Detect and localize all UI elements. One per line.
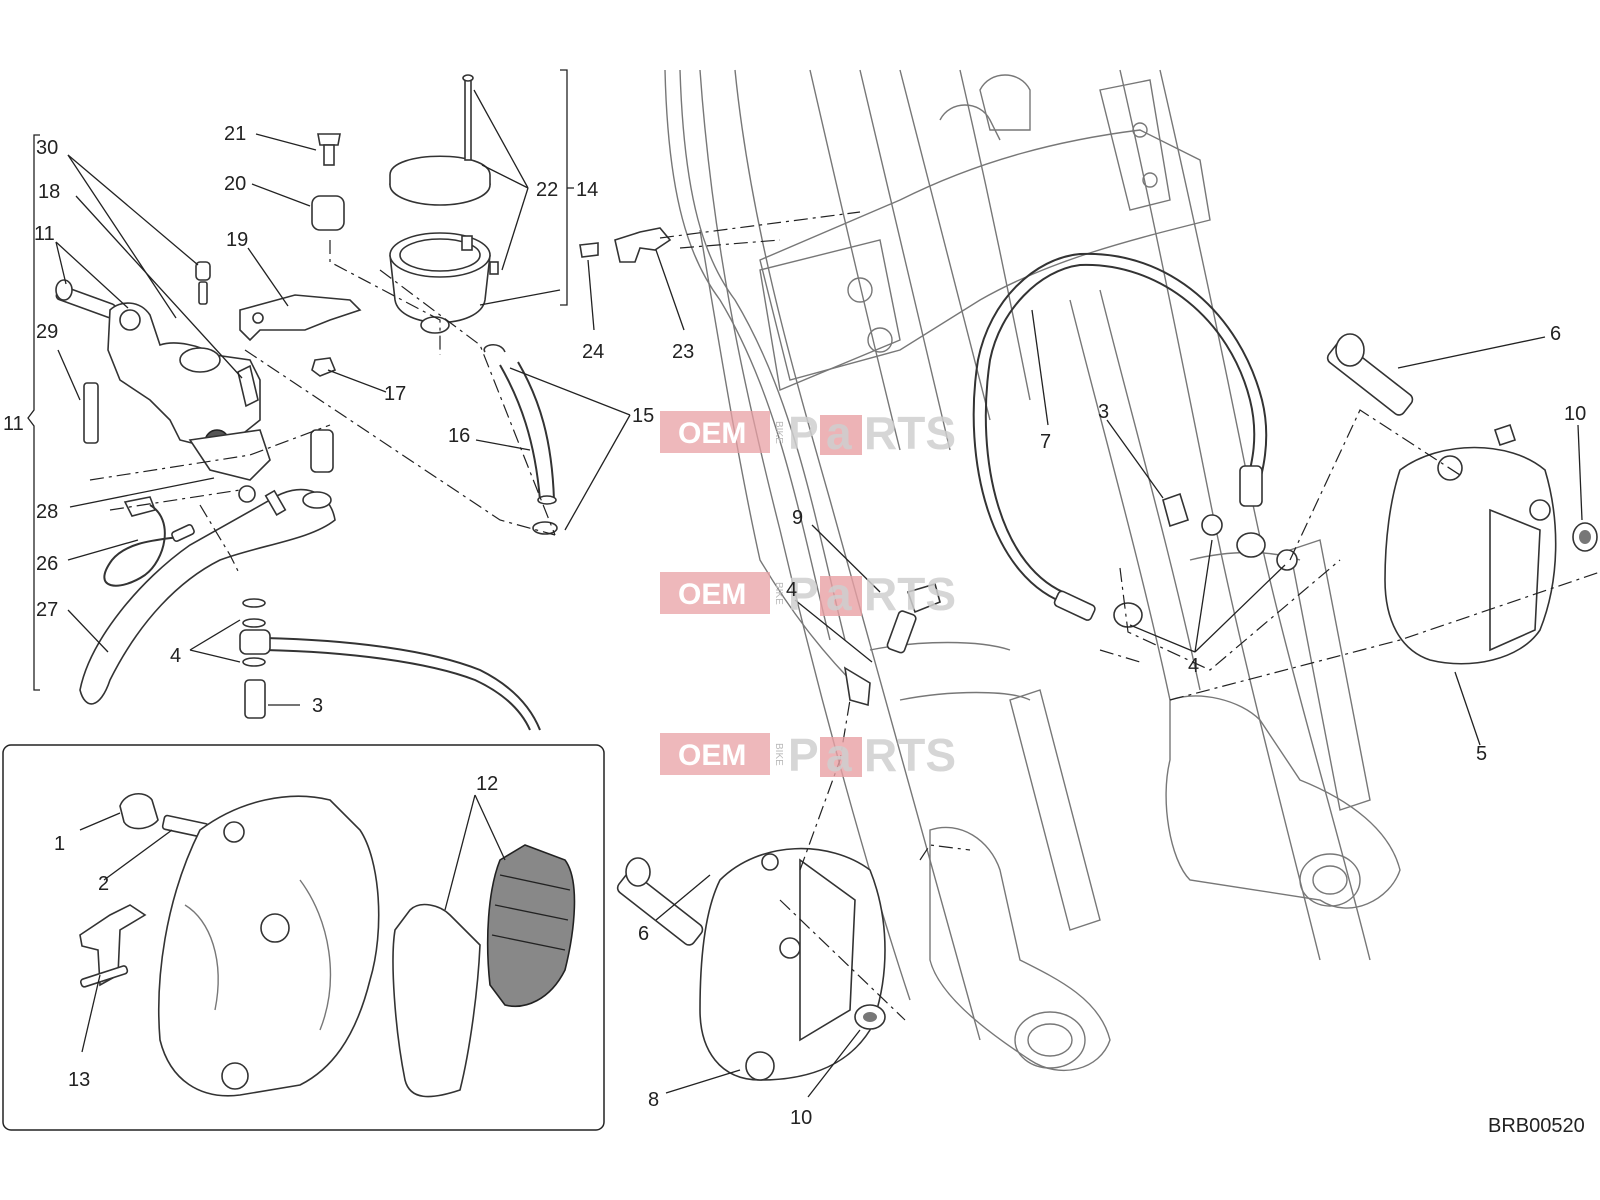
- watermark-oem-text: OEM: [678, 417, 746, 450]
- callout-7: 7: [1040, 431, 1051, 453]
- callout-4-b: 4: [786, 579, 797, 601]
- callout-labels: 30 18 11 29 11 28 26 27 21 20 19 17 22 1…: [3, 123, 1586, 1137]
- caliper-inset: [2, 744, 605, 1131]
- watermark-1: OEM BIKE P a RTS: [660, 407, 956, 459]
- callout-9: 9: [792, 507, 803, 529]
- callout-17: 16: [448, 425, 470, 447]
- callout-28: 28: [36, 501, 58, 523]
- watermark-oem-text: OEM: [678, 739, 746, 772]
- caliper-inset-body: [158, 795, 380, 1097]
- spring-clip-14: [79, 904, 147, 987]
- brake-line-7: [843, 252, 1298, 707]
- callout-29: 29: [36, 321, 58, 343]
- watermark-a-text: a: [826, 568, 852, 620]
- callout-10-b: 10: [790, 1107, 812, 1129]
- brake-pad-friction: [486, 844, 576, 1007]
- grommet-21: [311, 195, 345, 231]
- callout-3-b: 3: [1098, 401, 1109, 423]
- callout-18: 17: [384, 383, 406, 405]
- watermark-bike-text: BIKE: [773, 743, 784, 766]
- callout-3-a: 3: [312, 695, 323, 717]
- callout-10-a: 10: [1564, 403, 1586, 425]
- watermark-rts-text: RTS: [864, 729, 956, 781]
- callout-8: 8: [648, 1089, 659, 1111]
- spacer-28: [310, 429, 334, 473]
- callout-16: 15: [632, 405, 654, 427]
- callout-4-a: 4: [170, 645, 181, 667]
- bracket-24: [579, 227, 672, 263]
- screw-22: [317, 133, 341, 146]
- reservoir-15: [389, 74, 499, 334]
- callout-13: 12: [476, 773, 498, 795]
- watermark-p-text: P: [788, 729, 819, 781]
- watermark-a-text: a: [826, 729, 852, 781]
- watermark-bike-text: BIKE: [773, 582, 784, 605]
- watermark-rts-text: RTS: [864, 407, 956, 459]
- pin-29: [83, 382, 99, 444]
- callout-6-a: 6: [1550, 323, 1561, 345]
- caliper-8: [699, 847, 886, 1081]
- watermark-rts-text: RTS: [864, 568, 956, 620]
- bolt-12: [55, 279, 117, 319]
- callout-26: 26: [36, 553, 58, 575]
- callout-14: 13: [68, 1069, 90, 1091]
- watermark-3: OEM BIKE P a RTS: [660, 729, 956, 781]
- callout-2: 2: [98, 873, 109, 895]
- watermark-bike-text: BIKE: [773, 421, 784, 444]
- callout-21: 20: [224, 173, 246, 195]
- watermark-a-text: a: [826, 407, 852, 459]
- callout-24: 23: [672, 341, 694, 363]
- callout-22: 21: [224, 123, 246, 145]
- callout-27: 27: [36, 599, 58, 621]
- callout-1: 1: [54, 833, 65, 855]
- cap-1: [119, 793, 159, 830]
- master-cylinder-assembly: [27, 74, 558, 731]
- banjo-bolt-3a: [244, 679, 266, 719]
- watermark-p-text: P: [788, 407, 819, 459]
- diagram-code: BRB00520: [1488, 1115, 1585, 1137]
- watermark-2: OEM BIKE P a RTS: [660, 568, 956, 620]
- brake-pad-back: [392, 903, 481, 1098]
- caliper-right: [1326, 333, 1598, 665]
- callout-15: 14: [576, 179, 598, 201]
- watermark-oem-text: OEM: [678, 578, 746, 611]
- plate-20: [239, 294, 362, 342]
- caliper-left: [616, 847, 886, 1081]
- callout-12: 11: [34, 223, 55, 245]
- callout-23: 22: [536, 179, 558, 201]
- master-cylinder-body: [107, 302, 261, 446]
- leader-lines: [55, 69, 1583, 1098]
- callout-4-c: 4: [1188, 655, 1199, 677]
- callout-25: 24: [582, 341, 604, 363]
- fork-assembly: [664, 69, 1401, 1072]
- callout-30: 30: [36, 137, 58, 159]
- callout-6-b: 6: [638, 923, 649, 945]
- callout-11: 11: [3, 413, 24, 435]
- watermark-p-text: P: [788, 568, 819, 620]
- callout-19: 18: [38, 181, 60, 203]
- callout-5: 5: [1476, 743, 1487, 765]
- lever-27: [79, 488, 336, 705]
- callout-20: 19: [226, 229, 248, 251]
